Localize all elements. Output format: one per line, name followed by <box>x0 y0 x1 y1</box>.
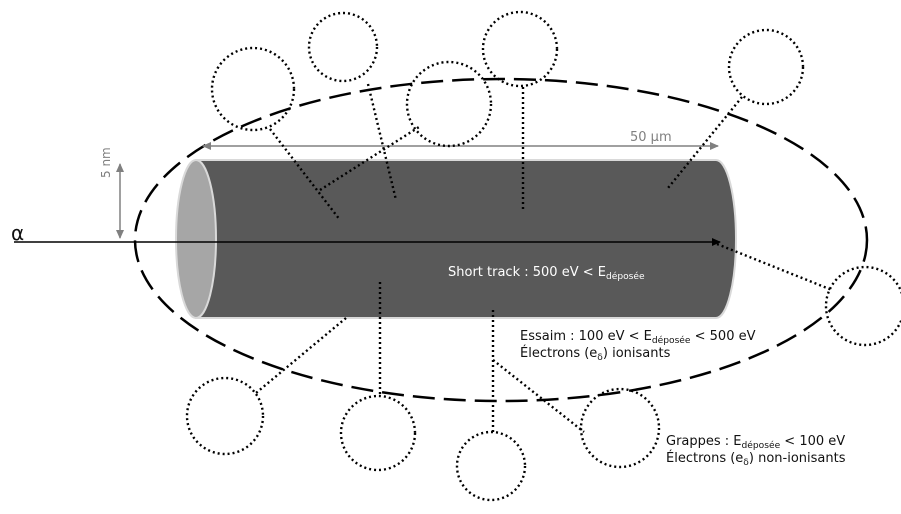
grappes-energy-suffix: < 100 eV <box>780 434 846 449</box>
grappe-cluster-circle <box>210 46 296 132</box>
essaim-label: Essaim : 100 eV < Edéposée < 500 eV Élec… <box>520 329 756 364</box>
short-track-label: Short track : 500 eV < Edéposée <box>448 265 645 283</box>
essaim-energy-subscript: déposée <box>651 336 691 347</box>
grappe-cluster-circle <box>455 430 527 502</box>
track-cylinder-body <box>195 159 737 319</box>
track-diameter-label: 5 nm <box>99 147 113 178</box>
grappes-energy-line: Grappes : Edéposée < 100 eV <box>666 434 846 452</box>
grappes-energy-text: Grappes : E <box>666 434 742 449</box>
grappe-cluster-circle <box>185 376 265 456</box>
short-track-text: Short track : 500 eV < E <box>448 265 606 280</box>
grappe-cluster-circle <box>339 394 417 472</box>
grappe-cluster-circle <box>579 387 661 469</box>
delta-electron-track <box>269 128 341 221</box>
essaim-electrons-subscript: δ <box>597 352 603 363</box>
grappe-cluster-circle <box>481 10 559 88</box>
grappes-electrons-text: Électrons (e <box>666 450 744 466</box>
short-track-subscript: déposée <box>605 272 645 283</box>
alpha-particle-label: α <box>11 221 25 245</box>
grappe-cluster-circle <box>307 11 379 83</box>
track-length-label: 50 µm <box>630 130 672 145</box>
grappes-electrons-subscript: δ <box>743 457 749 468</box>
grappes-electrons-suffix: ) non-ionisants <box>748 450 846 466</box>
essaim-envelope <box>133 77 869 403</box>
grappes-electrons-line: Électrons (eδ) non-ionisants <box>666 450 846 469</box>
grappes-label: Grappes : Edéposée < 100 eV Électrons (e… <box>666 434 846 469</box>
grappes-energy-subscript: déposée <box>741 441 781 452</box>
delta-electron-track <box>492 359 585 433</box>
essaim-energy-suffix: < 500 eV <box>690 329 756 344</box>
grappe-cluster-circle <box>824 265 901 347</box>
essaim-electrons-suffix: ) ionisants <box>602 345 671 361</box>
essaim-energy-text: Essaim : 100 eV < E <box>520 329 652 344</box>
grappe-clusters <box>185 10 901 502</box>
grappe-cluster-circle <box>405 60 493 148</box>
track-cylinder-end <box>175 159 217 319</box>
essaim-energy-line: Essaim : 100 eV < Edéposée < 500 eV <box>520 329 756 347</box>
grappe-cluster-circle <box>727 28 805 106</box>
essaim-electrons-line: Électrons (eδ) ionisants <box>520 345 756 364</box>
essaim-electrons-text: Électrons (e <box>520 345 598 361</box>
delta-electron-track <box>716 242 833 292</box>
